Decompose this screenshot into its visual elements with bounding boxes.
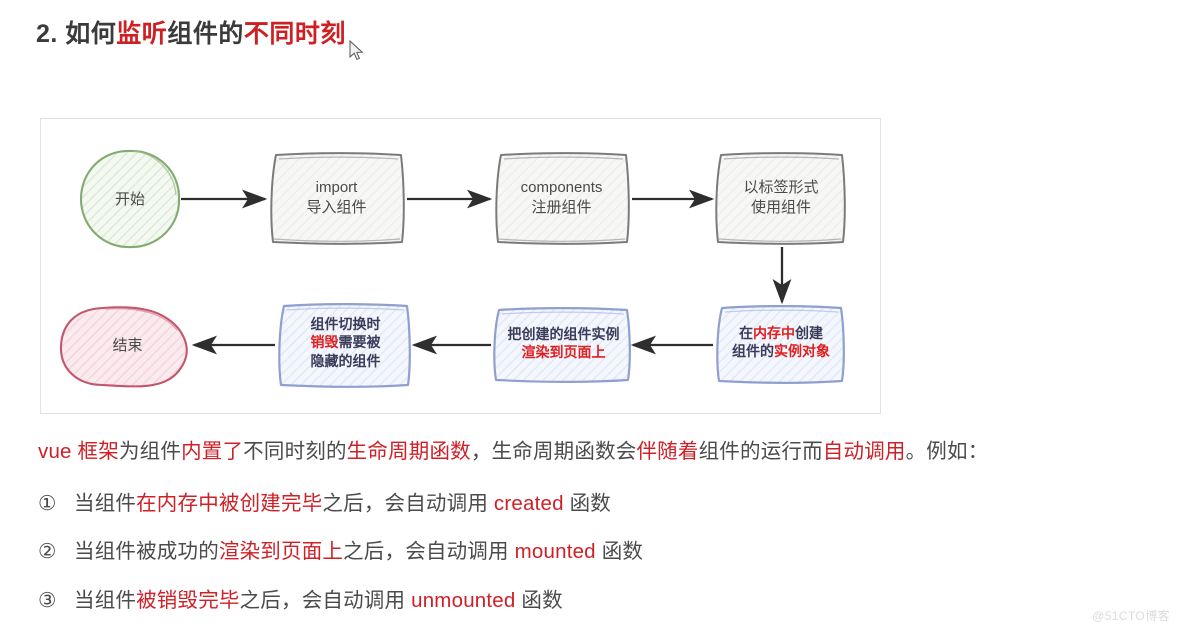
node-import xyxy=(270,152,405,245)
watermark: @51CTO博客 xyxy=(1092,609,1170,623)
node-end xyxy=(59,306,188,388)
node-destroy-hidden xyxy=(278,303,411,388)
list-marker: ① xyxy=(38,492,57,515)
intro-paragraph: vue 框架为组件内置了不同时刻的生命周期函数，生命周期函数会伴随着组件的运行而… xyxy=(38,440,989,463)
node-create-in-memory xyxy=(716,305,845,384)
node-use-as-tag xyxy=(715,152,846,245)
list-marker: ③ xyxy=(38,589,57,612)
node-start xyxy=(79,149,181,249)
list-marker: ② xyxy=(38,540,57,563)
node-render-to-page xyxy=(493,307,631,383)
flowchart-canvas xyxy=(59,149,846,388)
node-register xyxy=(495,152,630,245)
mouse-pointer-icon xyxy=(349,40,364,61)
page-title: 2. 如何监听组件的不同时刻 xyxy=(36,20,346,48)
flow-arrows xyxy=(181,189,792,355)
